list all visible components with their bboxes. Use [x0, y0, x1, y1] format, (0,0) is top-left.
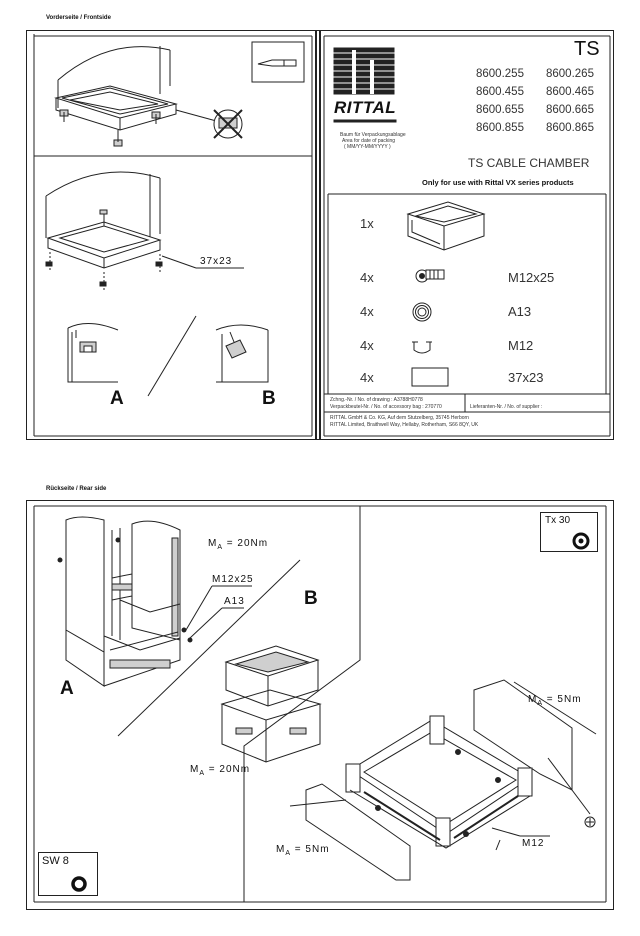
drawing-number: Zchng.-Nr. / No. of drawing : A3788H0778	[330, 397, 423, 403]
product-code: 8600.665	[546, 104, 594, 116]
front-sheet-label: Vorderseite / Frontside	[46, 15, 111, 21]
washer-size-label: A13	[224, 596, 245, 607]
product-code: 8600.455	[476, 86, 524, 98]
torx-tool-label: Tx 30	[545, 515, 571, 526]
hex-socket-icon	[71, 876, 87, 892]
torx-tool-box: Tx 30	[540, 512, 598, 552]
part-label: M12	[508, 338, 534, 353]
chamber-title: TS CABLE CHAMBER	[468, 156, 590, 170]
gasket-size-label: 37x23	[200, 256, 233, 267]
rear-sheet-label: Rückseite / Rear side	[46, 486, 107, 492]
part-qty: 4x	[360, 338, 374, 353]
torx-icon	[572, 532, 590, 550]
detail-b-label: B	[262, 388, 276, 409]
gasket-icon	[411, 367, 449, 387]
product-code: 8600.255	[476, 68, 524, 80]
wrench-tool-box: SW 8	[38, 852, 98, 896]
crossed-foot-icon	[213, 109, 243, 139]
part-qty: 4x	[360, 370, 374, 385]
part-qty: 4x	[360, 304, 374, 319]
cable-chamber-icon	[406, 201, 486, 251]
torque-label-left: MA = 5Nm	[276, 844, 330, 857]
product-code: 8600.855	[476, 122, 524, 134]
part-label: 37x23	[508, 370, 544, 385]
part-label: A13	[508, 304, 532, 319]
part-qty: 1x	[360, 216, 374, 231]
product-code: 8600.865	[546, 122, 594, 134]
product-code: 8600.265	[546, 68, 594, 80]
address-germany: RITTAL GmbH & Co. KG, Auf dem Stutzelber…	[330, 415, 469, 421]
nut-size-label: M12	[522, 838, 545, 849]
logo-caption-2: Area for date of packing	[342, 138, 396, 144]
part-qty: 4x	[360, 270, 374, 285]
torque-label-top: MA = 20Nm	[208, 538, 269, 551]
clip-nut-icon	[412, 341, 432, 354]
accessory-bag-number: Verpackbeutel-Nr. / No. of accessory bag…	[330, 404, 442, 410]
detail-b-label-rear: B	[304, 588, 318, 609]
rittal-logo-text: RITTAL	[334, 98, 397, 117]
detail-a-label-rear: A	[60, 678, 74, 699]
address-uk: RITTAL Limited, Braithwell Way, Hellaby,…	[330, 422, 479, 428]
detail-a-label: A	[110, 388, 124, 409]
product-code: 8600.465	[546, 86, 594, 98]
torque-label-bottom: MA = 20Nm	[190, 764, 251, 777]
chamber-note: Only for use with Rittal VX series produ…	[422, 178, 574, 187]
screw-size-label: M12x25	[212, 574, 254, 585]
product-title: TS	[574, 38, 600, 60]
product-code: 8600.655	[476, 104, 524, 116]
torque-label-right: MA = 5Nm	[528, 694, 582, 707]
part-label: M12x25	[508, 270, 555, 285]
wrench-tool-label: SW 8	[42, 855, 69, 867]
washer-icon	[412, 302, 432, 322]
supplier-number: Lieferanten-Nr. / No. of supplier :	[470, 404, 543, 410]
rear-sheet-frame	[26, 500, 614, 910]
logo-caption-3: ( MM/YY-MM/YYYY )	[344, 144, 391, 150]
logo-caption-1: Baum für Verpackungsablage	[340, 132, 406, 138]
screw-icon	[415, 269, 445, 283]
